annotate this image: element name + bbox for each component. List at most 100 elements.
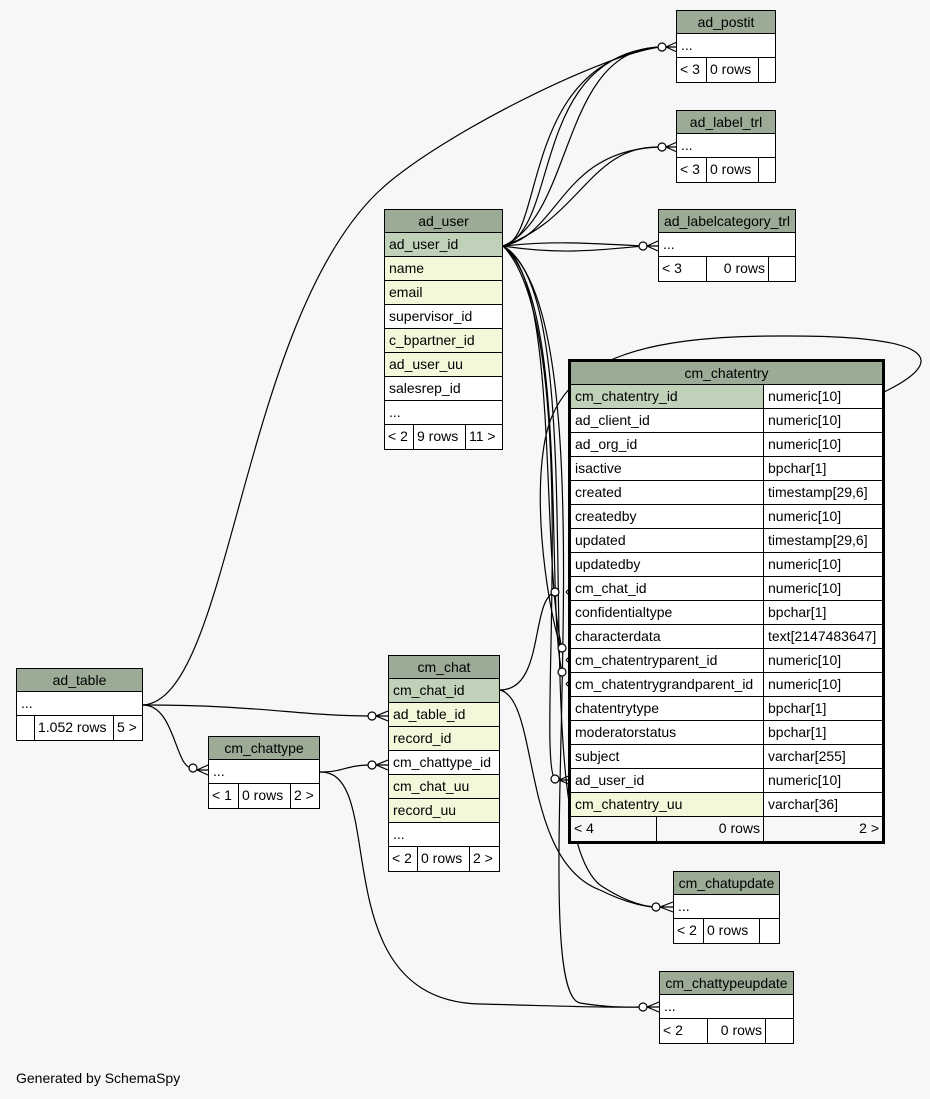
column-type: numeric[10] (768, 508, 842, 524)
edge-cm-chattype-cm-chat (319, 764, 373, 773)
row-count: 0 rows (707, 257, 769, 281)
parents-count[interactable]: < 3 (677, 158, 707, 182)
column-name: created (571, 481, 764, 504)
edge-ad-user-chatentry-updatedby (502, 245, 563, 673)
table-ad-labelcategory-trl[interactable]: ad_labelcategory_trl ... < 3 0 rows (658, 209, 796, 282)
column-record-uu: record_uu (389, 799, 499, 823)
edge-ad-user-ad-label-trl-2 (502, 146, 661, 247)
edge-ad-user-ad-postit-3 (502, 46, 661, 247)
parents-count[interactable]: < 3 (659, 257, 707, 281)
ellipsis-row: ... (677, 34, 775, 58)
row-count: 0 rows (707, 158, 759, 182)
ellipsis-row: ... (209, 760, 319, 784)
ellipsis-row: ... (674, 895, 779, 919)
column-type: varchar[36] (768, 796, 839, 812)
column-ad-user-uu: ad_user_uu (385, 353, 502, 377)
table-cm-chatupdate[interactable]: cm_chatupdate ... < 2 0 rows (673, 871, 780, 944)
parents-count[interactable]: < 3 (677, 58, 707, 82)
column-type: numeric[10] (768, 436, 842, 452)
column-ad-table-id: ad_table_id (389, 703, 499, 727)
children-count[interactable] (759, 58, 775, 82)
table-footer: < 4 0 rows 2 > (571, 817, 882, 841)
table-footer: < 3 0 rows (659, 257, 795, 281)
table-footer: < 2 0 rows (660, 1019, 793, 1043)
ellipsis-row: ... (660, 995, 793, 1019)
column-c-bpartner-id: c_bpartner_id (385, 329, 502, 353)
table-footer: 1.052 rows 5 > (17, 716, 142, 740)
column-cm-chattype-id: cm_chattype_id (389, 751, 499, 775)
ellipsis-row: ... (385, 401, 502, 425)
column-name: name (385, 257, 502, 281)
table-ad-table[interactable]: ad_table ... 1.052 rows 5 > (16, 668, 143, 741)
table-cm-chattypeupdate[interactable]: cm_chattypeupdate ... < 2 0 rows (659, 971, 794, 1044)
table-cm-chattype[interactable]: cm_chattype ... < 1 0 rows 2 > (208, 736, 320, 809)
children-count[interactable] (759, 158, 775, 182)
column-type: numeric[10] (768, 676, 842, 692)
children-count[interactable] (760, 919, 779, 943)
children-count[interactable]: 2 > (473, 850, 493, 866)
children-count[interactable]: 5 > (117, 719, 137, 735)
table-ad-postit[interactable]: ad_postit ... < 3 0 rows (676, 10, 776, 83)
column-type: numeric[10] (768, 580, 842, 596)
table-cm-chat[interactable]: cm_chat cm_chat_id ad_table_id record_id… (388, 655, 500, 872)
column-name: isactive (571, 457, 764, 480)
table-footer: < 3 0 rows (677, 58, 775, 82)
row-count: 0 rows (418, 847, 470, 871)
table-footer: < 2 0 rows (674, 919, 779, 943)
column-name: cm_chatentryparent_id (571, 649, 764, 672)
column-record-id: record_id (389, 727, 499, 751)
parents-count[interactable]: < 2 (385, 425, 414, 449)
parents-count[interactable]: < 2 (389, 847, 418, 871)
column-type: timestamp[29,6] (768, 484, 868, 500)
ellipsis-row: ... (17, 692, 142, 716)
column-type: numeric[10] (768, 388, 842, 404)
table-footer: < 1 0 rows 2 > (209, 784, 319, 808)
column-type: numeric[10] (768, 556, 842, 572)
generated-by-credit[interactable]: Generated by SchemaSpy (16, 1070, 181, 1086)
parents-count[interactable]: < 2 (660, 1019, 708, 1043)
table-title: cm_chattype (209, 737, 319, 760)
children-count[interactable]: 2 > (294, 787, 314, 803)
column-salesrep-id: salesrep_id (385, 377, 502, 401)
table-ad-user[interactable]: ad_user ad_user_id name email supervisor… (384, 209, 503, 450)
ellipsis-row: ... (677, 134, 775, 158)
column-name: ad_client_id (571, 409, 764, 432)
parents-count[interactable]: < 2 (674, 919, 704, 943)
column-type: bpchar[1] (768, 460, 827, 476)
parents-count[interactable]: < 1 (209, 784, 239, 808)
table-ad-label-trl[interactable]: ad_label_trl ... < 3 0 rows (676, 110, 776, 183)
column-name: ad_user_id (571, 769, 764, 792)
edge-ad-table-cm-chat (142, 704, 373, 717)
column-name: ad_org_id (571, 433, 764, 456)
table-footer: < 2 0 rows 2 > (389, 847, 499, 871)
table-title: cm_chatentry (571, 362, 882, 385)
edge-ad-user-ad-postit (502, 46, 661, 247)
children-count[interactable] (766, 1019, 793, 1043)
row-count: 0 rows (239, 784, 291, 808)
column-type: numeric[10] (768, 412, 842, 428)
children-count[interactable] (769, 257, 795, 281)
row-count: 0 rows (708, 1019, 766, 1043)
children-count[interactable]: 2 > (859, 820, 879, 836)
children-count[interactable]: 11 > (469, 428, 496, 444)
column-name: createdby (571, 505, 764, 528)
ellipsis-row: ... (659, 233, 795, 257)
table-title: ad_postit (677, 11, 775, 34)
table-title: ad_user (385, 210, 502, 233)
parents-count[interactable] (17, 716, 35, 740)
parents-count[interactable]: < 4 (571, 817, 657, 841)
